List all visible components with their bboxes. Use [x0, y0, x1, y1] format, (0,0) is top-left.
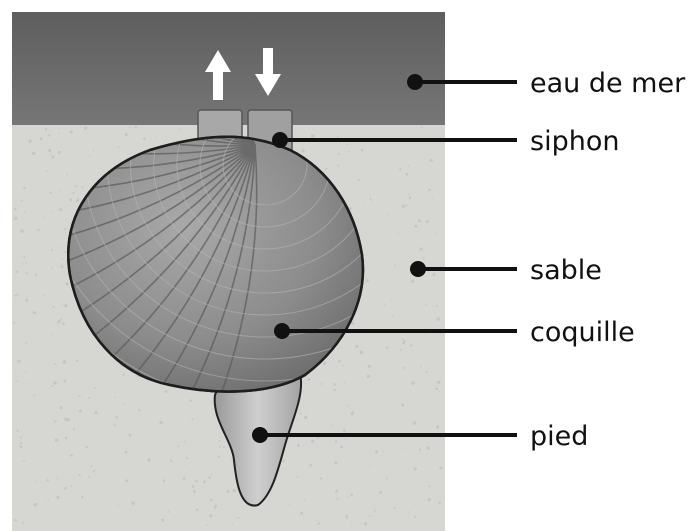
label-siphon: siphon: [530, 126, 619, 157]
label-foot: pied: [530, 421, 588, 452]
label-sand: sable: [530, 255, 602, 286]
label-shell: coquille: [530, 317, 635, 348]
label-sea-water: eau de mer: [530, 68, 686, 99]
